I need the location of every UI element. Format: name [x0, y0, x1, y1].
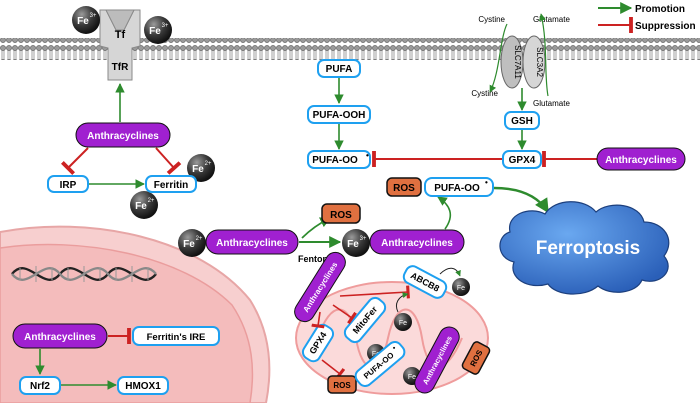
pufa-node — [317, 59, 361, 78]
anthracyclines-inhibit-ferritin — [155, 147, 182, 175]
mito-anthracyclines-inhibit-mitoferr — [332, 304, 357, 325]
fe3-symbol: Fe — [347, 239, 359, 250]
anthracyclines-right-pill — [596, 147, 686, 171]
system-xc-transporter: SLC7A11 SLC3A2 — [500, 35, 546, 89]
ferritin-ire-node — [132, 326, 220, 346]
fe-ion-small: Fe — [452, 278, 470, 296]
fe3-symbol: Fe — [77, 16, 89, 27]
anthracyclines-middle-right-label: Anthracyclines — [381, 238, 453, 249]
nrf2-node — [19, 376, 61, 395]
glutamate-in-label: Glutamate — [533, 99, 570, 108]
cystine-import-arrow — [489, 23, 508, 93]
anthracyclines-middle-right-pill — [369, 229, 465, 255]
radical-mark: • — [366, 151, 369, 160]
ferritin-label: Ferritin — [154, 180, 188, 191]
fe2-charge: 2+ — [148, 198, 155, 204]
abcb8-export-arrow — [439, 267, 461, 277]
fe2-charge: 2+ — [196, 236, 203, 242]
fe3-charge: 3+ — [360, 236, 367, 242]
radical-mark: • — [391, 345, 398, 352]
legend: Promotion Suppression — [598, 2, 696, 33]
pufa-oo-node — [307, 150, 371, 169]
transferrin-receptor: Tf TfR — [99, 9, 141, 81]
ros-mito-node — [327, 375, 357, 394]
slc3a2-label: SLC3A2 — [535, 47, 544, 77]
fenton-label: Fenton — [298, 254, 328, 264]
fe-ion-symbol: Fe — [408, 374, 416, 381]
glutamate-export-arrow — [538, 13, 549, 97]
fe3-ion: Fe 3+ — [342, 229, 370, 257]
anthracyclines-middle-pill — [205, 229, 299, 255]
pufa-oo-top-node — [424, 177, 494, 197]
fe-ion-small: Fe — [394, 313, 412, 331]
hmox1-label: HMOX1 — [125, 381, 161, 392]
ros-mito-right-node: ROS — [461, 341, 491, 375]
cystine-in-label: Cystine — [471, 89, 498, 98]
ros-top-label: ROS — [393, 183, 415, 194]
gpx4-mito-node: GPX4 — [301, 323, 335, 363]
hmox1-node — [117, 376, 169, 395]
anthracyclines-nucleus-label: Anthracyclines — [24, 332, 96, 343]
ros-mito-label: ROS — [333, 381, 351, 390]
anthracyclines-inhibit-irp — [60, 147, 89, 176]
ferroptosis-cloud — [499, 201, 670, 295]
irp-label: IRP — [60, 180, 77, 191]
pufa-ooh-label: PUFA-OOH — [313, 110, 366, 121]
glutamate-out-label: Glutamate — [533, 15, 570, 24]
anthracycline-to-pufa-oo-arrow — [437, 196, 452, 230]
pufa-oo-top-label: PUFA-OO — [434, 183, 480, 194]
fe3-ion: Fe 3+ — [144, 16, 172, 44]
mito-anthracyclines-inhibit-abcb8 — [339, 285, 410, 299]
dna-icon — [11, 266, 157, 282]
irp-node — [47, 175, 89, 193]
fe2-ion: Fe 2+ — [178, 229, 206, 257]
legend-promotion-label: Promotion — [635, 4, 685, 15]
fe-ion-symbol: Fe — [399, 320, 407, 327]
ferritin-ire-label: Ferritin's IRE — [147, 332, 206, 343]
fe3-ion: Fe 3+ — [72, 6, 100, 34]
fe2-ion: Fe 2+ — [130, 191, 158, 219]
gpx4-node — [502, 150, 542, 169]
anthracyclines-middle-label: Anthracyclines — [216, 238, 288, 249]
fe3-symbol: Fe — [149, 26, 161, 37]
tf-label: Tf — [115, 29, 126, 41]
legend-suppression-label: Suppression — [635, 21, 696, 32]
mito-anthracyclines-inhibit-gpx4 — [311, 311, 325, 329]
ferritin-node — [145, 175, 197, 193]
fe2-symbol: Fe — [192, 164, 204, 175]
ros-mid-node — [321, 203, 361, 224]
fe2-ion: Fe 2+ — [187, 154, 215, 182]
mito-gpx4-inhibits-pufa-oo — [321, 359, 346, 380]
pufa-ooh-node — [307, 105, 371, 124]
ferroptosis-label: Ferroptosis — [536, 238, 641, 259]
mitoferr-import-arrow — [395, 292, 409, 313]
tfr-label: TfR — [112, 62, 129, 73]
pufa-oo-to-ferroptosis-arrow — [493, 186, 550, 214]
nucleus-inner — [0, 243, 254, 404]
radical-mark: • — [485, 178, 488, 187]
anthracyclines-nucleus-pill — [12, 323, 108, 349]
nrf2-label: Nrf2 — [30, 381, 50, 392]
anthracyclines-top-pill — [75, 122, 171, 148]
slc7a11-label: SLC7A11 — [513, 45, 522, 79]
cystine-out-label: Cystine — [478, 15, 505, 24]
pufa-label: PUFA — [326, 64, 353, 75]
fe2-charge: 2+ — [205, 161, 212, 167]
ros-top-node — [386, 177, 422, 197]
pufa-oo-label: PUFA-OO — [312, 155, 358, 166]
gsh-label: GSH — [511, 116, 533, 127]
fe3-charge: 3+ — [162, 23, 169, 29]
anthracyclines-right-label: Anthracyclines — [605, 155, 677, 166]
gpx4-label: GPX4 — [509, 155, 536, 166]
anthracyclines-top-label: Anthracyclines — [87, 131, 159, 142]
fe3-charge: 3+ — [90, 13, 97, 19]
ros-mid-label: ROS — [330, 210, 352, 221]
gsh-node — [504, 111, 540, 130]
fe2-symbol: Fe — [135, 201, 147, 212]
fe-ion-symbol: Fe — [457, 285, 465, 292]
fe2-symbol: Fe — [183, 239, 195, 250]
abcb8-node: ABCB8 — [402, 265, 448, 299]
